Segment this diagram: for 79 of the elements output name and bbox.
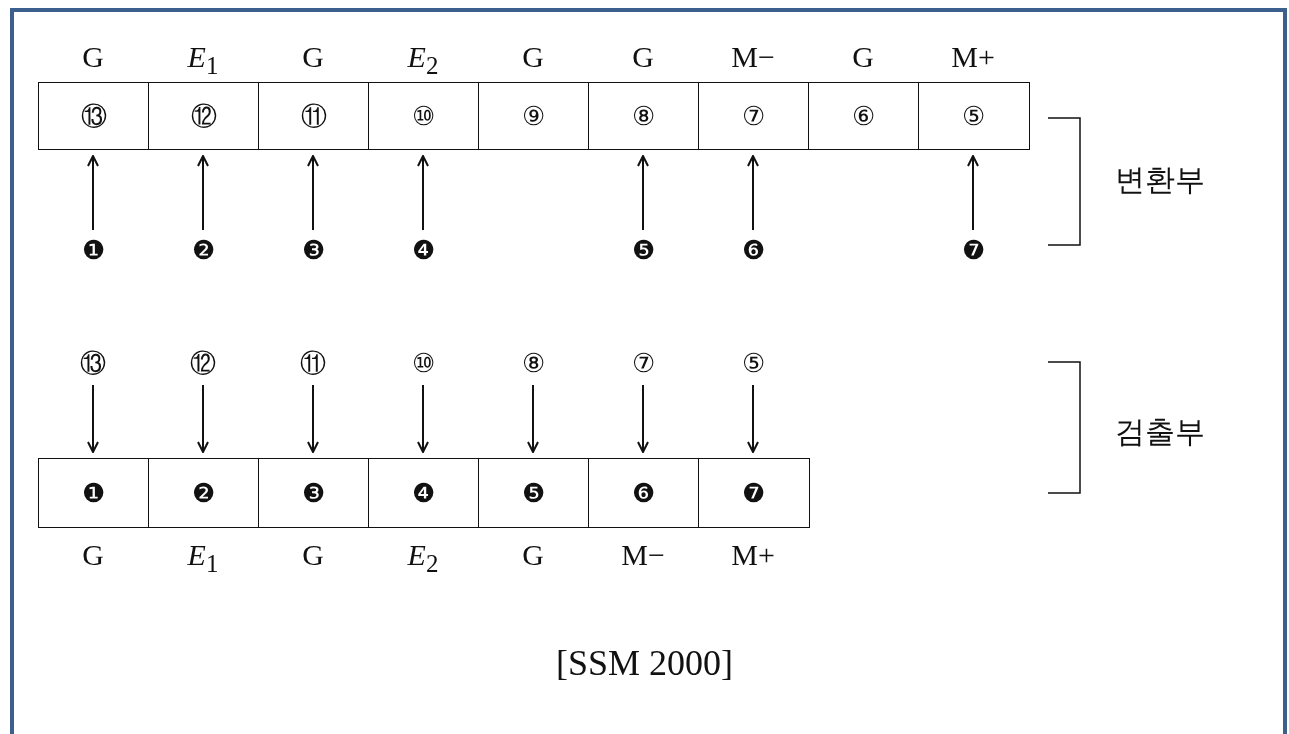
arrow [307, 384, 319, 453]
circled-number: ⑤ [962, 103, 986, 129]
arrow [87, 384, 99, 453]
arrow [307, 155, 319, 231]
cell-label: G [301, 540, 325, 570]
circled-number: ⑫ [190, 350, 216, 376]
table-cell [588, 458, 700, 528]
circled-number: ❼ [742, 480, 766, 506]
cell-label: M+ [950, 42, 996, 72]
circled-number: ⑩ [411, 350, 435, 376]
circled-number: ❼ [961, 237, 985, 263]
arrow [747, 155, 759, 231]
table-cell [478, 458, 590, 528]
circled-number: ⑪ [300, 103, 327, 129]
circled-number: ⑪ [300, 350, 326, 376]
circled-number: ❸ [302, 480, 326, 506]
cell-label: G [81, 42, 105, 72]
cell-label: G [521, 540, 545, 570]
arrow [197, 155, 209, 231]
arrow [747, 384, 759, 453]
circled-number: ⑩ [412, 103, 436, 129]
table-cell [918, 82, 1030, 150]
arrow [197, 384, 209, 453]
circled-number: ❹ [412, 480, 436, 506]
circled-number: ⑧ [521, 350, 545, 376]
arrow [417, 155, 429, 231]
circled-number: ❶ [82, 480, 106, 506]
circled-number: ⑤ [741, 350, 765, 376]
circled-number: ⑬ [80, 350, 106, 376]
circled-number: ❷ [191, 237, 215, 263]
cell-label: E$_{2}$ [406, 540, 440, 576]
table-cell [588, 82, 700, 150]
cell-label: E$_{1}$ [186, 42, 220, 78]
arrow [967, 155, 979, 231]
circled-number: ❺ [631, 237, 655, 263]
table-cell [698, 458, 810, 528]
circled-number: ⑥ [852, 103, 876, 129]
cell-label: M− [620, 540, 666, 570]
circled-number: ⑦ [742, 103, 766, 129]
circled-number: ❸ [301, 237, 325, 263]
arrow [417, 384, 429, 453]
arrow [87, 155, 99, 231]
cell-label: G [301, 42, 325, 72]
table-cell [698, 82, 810, 150]
caption: [SSM 2000] [556, 642, 733, 684]
section-label: 검출부 [1115, 413, 1205, 451]
circled-number: ❹ [411, 237, 435, 263]
circled-number: ⑫ [190, 103, 217, 129]
arrow [637, 384, 649, 453]
table-cell [148, 82, 260, 150]
circled-number: ⑨ [522, 103, 546, 129]
cell-label: E$_{1}$ [186, 540, 220, 576]
table-cell [258, 458, 370, 528]
cell-label: E$_{2}$ [406, 42, 440, 78]
cell-label: G [851, 42, 875, 72]
section-label: 변환부 [1115, 161, 1205, 199]
circled-number: ❺ [522, 480, 546, 506]
circled-number: ❻ [632, 480, 656, 506]
cell-label: M− [730, 42, 776, 72]
table-cell [368, 82, 480, 150]
table-cell [148, 458, 260, 528]
table-cell [38, 458, 150, 528]
circled-number: ❶ [81, 237, 105, 263]
circled-number: ⑧ [632, 103, 656, 129]
arrow [527, 384, 539, 453]
cell-label: G [631, 42, 655, 72]
circled-number: ❻ [741, 237, 765, 263]
cell-label: M+ [730, 540, 776, 570]
table-cell [258, 82, 370, 150]
circled-number: ❷ [192, 480, 216, 506]
cell-label: G [81, 540, 105, 570]
table-cell [38, 82, 150, 150]
circled-number: ⑬ [80, 103, 107, 129]
table-cell [368, 458, 480, 528]
table-cell [478, 82, 590, 150]
arrow [637, 155, 649, 231]
circled-number: ⑦ [631, 350, 655, 376]
cell-label: G [521, 42, 545, 72]
table-cell [808, 82, 920, 150]
